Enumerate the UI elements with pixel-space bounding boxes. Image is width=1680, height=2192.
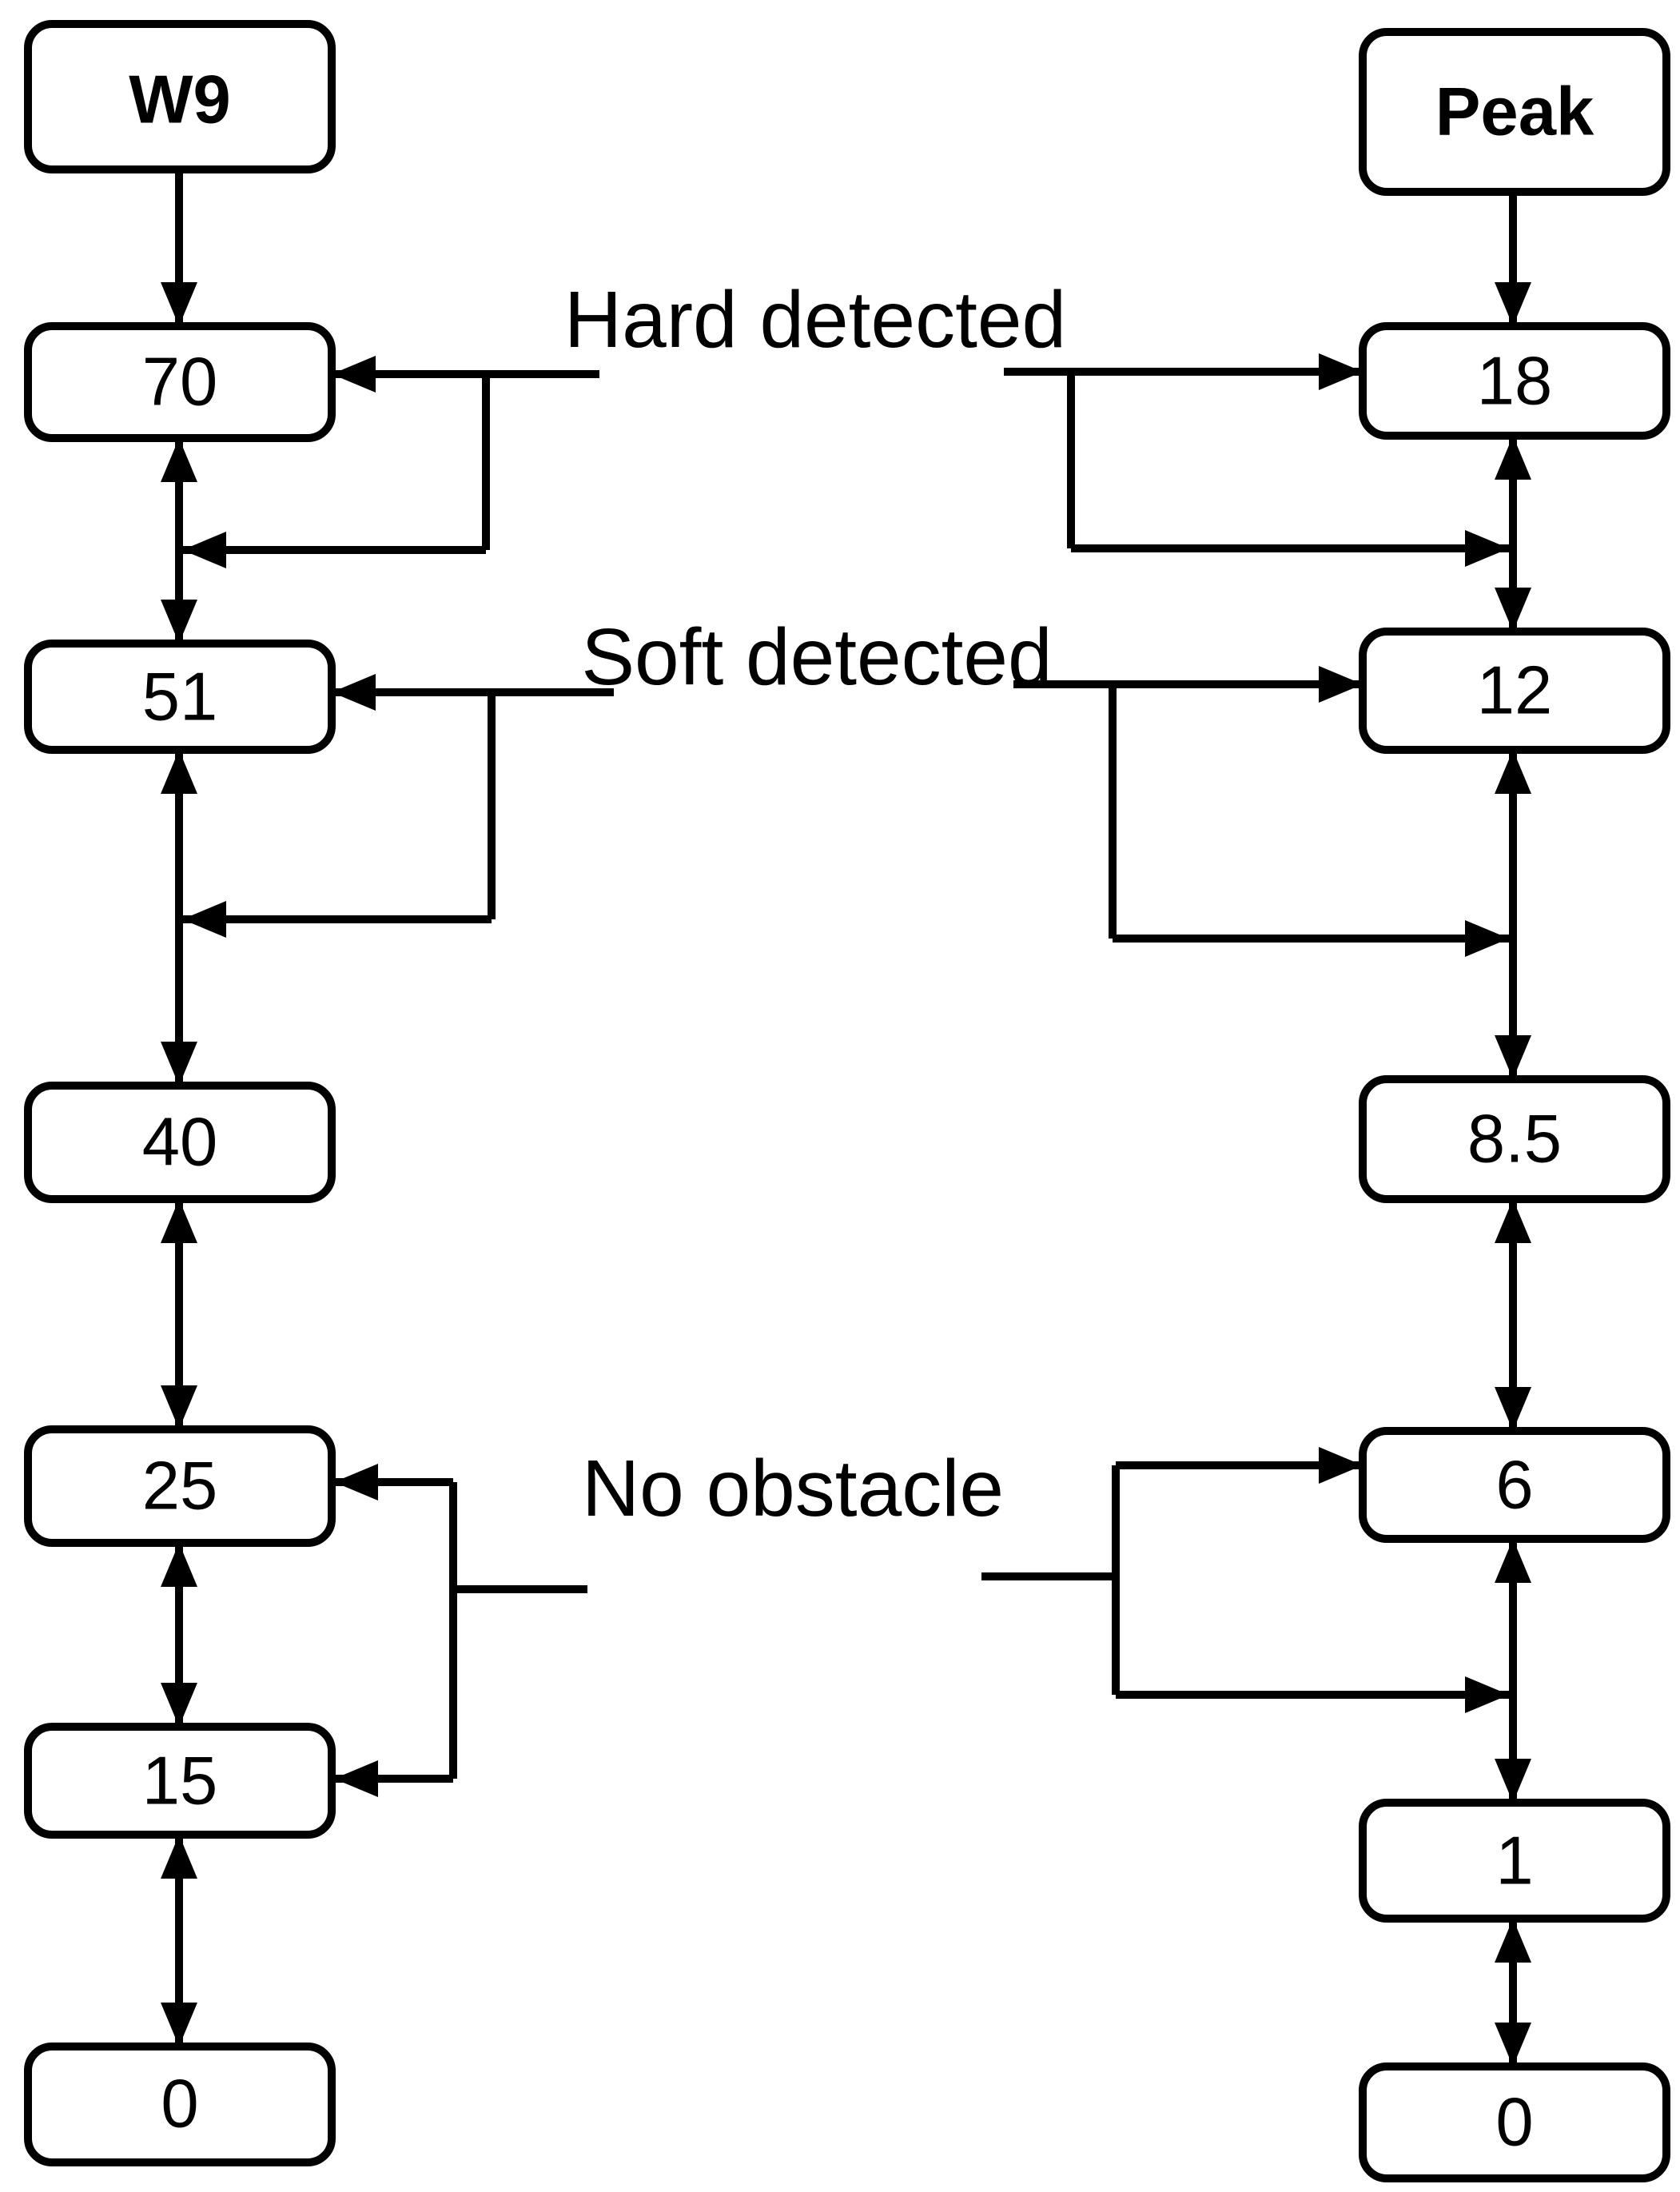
arrowhead-up: [1495, 1539, 1531, 1583]
arrowhead-up: [161, 1199, 197, 1243]
arrowhead-down: [161, 1683, 197, 1727]
arrowhead-left: [334, 1760, 378, 1797]
arrowhead-up: [161, 438, 197, 482]
hard-left-arrow-to-link: [182, 532, 486, 568]
arrowhead-right: [1465, 530, 1509, 567]
arrowhead-down: [161, 600, 197, 644]
no-obstacle-label: No obstacle: [582, 1444, 1004, 1533]
arrowhead-down: [161, 282, 197, 326]
arrowhead-left: [332, 674, 376, 711]
arrowhead-down: [161, 1042, 197, 1086]
arrowhead-down: [1495, 1759, 1531, 1803]
arrowhead-left: [334, 1464, 378, 1501]
arrowhead-down: [1495, 1035, 1531, 1079]
arrowhead-up: [1495, 750, 1531, 794]
arrowhead-down: [1495, 2023, 1531, 2066]
node-value-25: 25: [142, 1449, 218, 1524]
arrowhead-down: [1495, 1387, 1531, 1431]
node-value-6: 6: [1495, 1448, 1533, 1524]
double-arrow-18-12: [1495, 436, 1531, 632]
hard-left-arrow-to-70: [332, 356, 599, 393]
arrowhead-left: [182, 901, 226, 938]
node-value-40: 40: [142, 1105, 218, 1181]
soft-right-arrow-to-link: [1113, 920, 1509, 957]
arrowhead-up: [1495, 1199, 1531, 1243]
node-value-right-0: 0: [1495, 2085, 1533, 2161]
hard-right-arrow-to-link: [1071, 530, 1509, 567]
none-right-arrow-to-6: [1116, 1447, 1363, 1484]
arrowhead-up: [161, 1543, 197, 1587]
soft-detected-label: Soft detected: [581, 612, 1052, 702]
double-arrow-15-0: [161, 1835, 197, 2047]
soft-left-arrow-to-51: [332, 674, 614, 711]
arrowhead-up: [1495, 1919, 1531, 1963]
arrowhead-right: [1465, 1676, 1509, 1713]
node-value-12: 12: [1477, 653, 1553, 729]
hard-right-arrow-to-18: [1004, 353, 1363, 390]
double-arrow-51-40: [161, 750, 197, 1086]
arrowhead-up: [161, 750, 197, 794]
arrowhead-left: [332, 356, 376, 393]
none-right-arrow-to-link: [1116, 1676, 1509, 1713]
hard-detected-label: Hard detected: [564, 275, 1066, 365]
double-arrow-25-15: [161, 1543, 197, 1727]
arrowhead-up: [161, 1835, 197, 1879]
arrowhead-down: [161, 2003, 197, 2047]
connectors: [161, 169, 1531, 2066]
node-value-18: 18: [1477, 344, 1553, 420]
arrow-peak-to-18: [1495, 192, 1531, 326]
soft-right-arrow-to-12: [1013, 666, 1363, 703]
soft-left-arrow-to-link: [182, 901, 492, 938]
w9-column: W9 70 51 40 25 15 0: [24, 20, 336, 2166]
double-arrow-85-6: [1495, 1199, 1531, 1431]
arrowhead-down: [1495, 282, 1531, 326]
node-label-peak: Peak: [1435, 74, 1594, 150]
annotations: Hard detected Soft detected No obstacle: [564, 275, 1066, 1533]
node-value-8-5: 8.5: [1467, 1102, 1562, 1178]
node-value-70: 70: [142, 345, 218, 420]
arrowhead-down: [1495, 588, 1531, 632]
arrowhead-down: [161, 1385, 197, 1429]
none-left-arrow-to-25: [334, 1464, 453, 1501]
node-label-w9: W9: [129, 62, 231, 138]
arrowhead-right: [1319, 1447, 1363, 1484]
double-arrow-1-0: [1495, 1919, 1531, 2066]
arrowhead-up: [1495, 436, 1531, 480]
arrowhead-right: [1465, 920, 1509, 957]
none-left-arrow-to-15: [334, 1760, 453, 1797]
arrowhead-right: [1319, 666, 1363, 703]
peak-column: Peak 18 12 8.5 6 1 0: [1359, 28, 1670, 2182]
node-value-15: 15: [142, 1744, 218, 1819]
double-arrow-40-25: [161, 1199, 197, 1429]
node-value-left-0: 0: [161, 2066, 198, 2142]
arrowhead-right: [1319, 353, 1363, 390]
double-arrow-70-51: [161, 438, 197, 644]
double-arrow-12-85: [1495, 750, 1531, 1079]
node-value-51: 51: [142, 660, 218, 735]
double-arrow-6-1: [1495, 1539, 1531, 1803]
node-value-1: 1: [1495, 1823, 1533, 1899]
arrow-w9-to-70: [161, 169, 197, 326]
arrowhead-left: [182, 532, 226, 568]
